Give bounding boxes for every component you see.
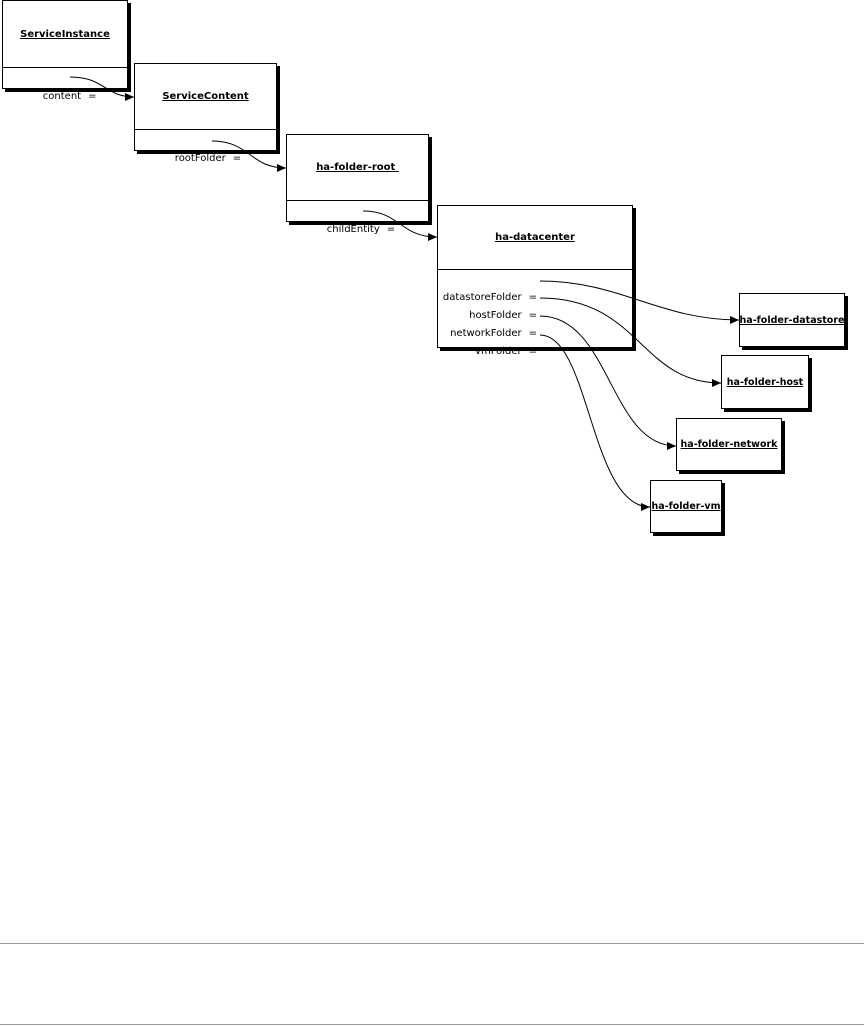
field-equals: =: [232, 153, 242, 164]
service-instance-node[interactable]: ServiceInstance content =: [2, 0, 128, 102]
datacenter-fields: datastoreFolder = hostFolder = networkFold…: [438, 269, 632, 357]
folder-root-title: ha-folder-root: [316, 162, 399, 173]
field-name-content: content: [42, 91, 82, 102]
folder-vm-node[interactable]: ha-folder-vm: [650, 480, 722, 533]
field-datastoreFolder: datastoreFolder =: [438, 271, 632, 303]
field-equals: =: [88, 91, 97, 102]
folder-host-title: ha-folder-host: [726, 376, 804, 388]
datacenter-title: ha-datacenter: [495, 232, 575, 243]
field-rootFolder: rootFolder =: [135, 132, 276, 164]
field-name-rootFolder: rootFolder: [174, 153, 226, 164]
folder-host-node[interactable]: ha-folder-host: [721, 355, 809, 409]
vmFolder-link: [539, 334, 651, 511]
field-vmFolder: vmFolder =: [438, 325, 632, 357]
page-divider-top: [0, 943, 864, 944]
datacenter-node[interactable]: ha-datacenter datastoreFolder = hostFolde…: [437, 205, 633, 357]
folder-vm-title: ha-folder-vm: [651, 501, 721, 512]
folder-datastore-node[interactable]: ha-folder-datastore: [739, 293, 845, 347]
field-name-childEntity: childEntity: [326, 224, 380, 235]
field-content: content =: [3, 70, 127, 102]
folder-root-fields: childEntity =: [287, 200, 428, 235]
page-divider-bottom: [0, 1024, 864, 1025]
field-childEntity: childEntity =: [287, 203, 428, 235]
service-instance-fields: content =: [3, 67, 127, 102]
field-equals: =: [528, 328, 537, 339]
service-instance-title: ServiceInstance: [20, 28, 110, 40]
field-equals: =: [528, 292, 537, 303]
field-equals: =: [528, 310, 537, 321]
service-content-title: ServiceContent: [162, 91, 249, 102]
folder-datastore-title: ha-folder-datastore: [739, 314, 845, 326]
field-hostFolder: hostFolder =: [438, 289, 632, 321]
service-content-node[interactable]: ServiceContent rootFolder =: [134, 63, 277, 164]
service-content-fields: rootFolder =: [135, 129, 276, 164]
field-networkFolder: networkFolder =: [438, 307, 632, 339]
folder-root-node[interactable]: ha-folder-root childEntity =: [286, 134, 429, 235]
folder-network-node[interactable]: ha-folder-network: [676, 418, 782, 471]
field-name-networkFolder: networkFolder: [450, 328, 522, 339]
field-name-hostFolder: hostFolder: [469, 310, 522, 321]
field-name-vmFolder: vmFolder: [475, 346, 522, 357]
folder-network-title: ha-folder-network: [680, 439, 778, 450]
field-equals: =: [528, 346, 537, 357]
field-name-datastoreFolder: datastoreFolder: [442, 292, 522, 303]
field-equals: =: [386, 224, 396, 235]
